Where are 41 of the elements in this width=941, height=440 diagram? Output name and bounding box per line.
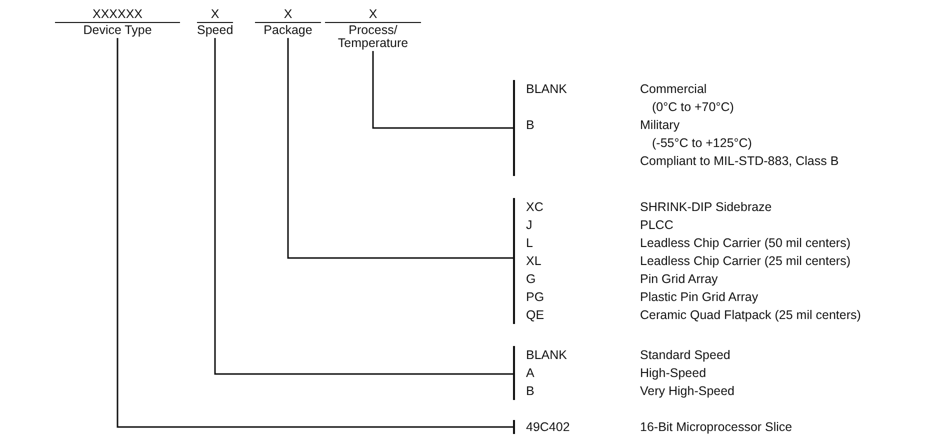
field-code: X: [325, 8, 421, 23]
field-caption: Process/ Temperature: [336, 23, 410, 50]
option-description: (0°C to +70°C): [652, 100, 734, 114]
option-code: BLANK: [526, 82, 567, 96]
option-code: A: [526, 366, 534, 380]
option-description: Leadless Chip Carrier (50 mil centers): [640, 236, 850, 250]
option-code: B: [526, 118, 534, 132]
option-code: BLANK: [526, 348, 567, 362]
option-code: QE: [526, 308, 544, 322]
option-description: Plastic Pin Grid Array: [640, 290, 758, 304]
connector-line: [287, 38, 513, 259]
option-description: Very High-Speed: [640, 384, 735, 398]
option-description: Compliant to MIL-STD-883, Class B: [640, 154, 839, 168]
field-caption: Speed: [197, 23, 233, 37]
option-code: J: [526, 218, 532, 232]
option-description: Pin Grid Array: [640, 272, 718, 286]
option-description: (-55°C to +125°C): [652, 136, 752, 150]
option-code: XC: [526, 200, 544, 214]
option-description: Military: [640, 118, 680, 132]
field-caption: Package: [262, 23, 314, 37]
option-code: PG: [526, 290, 544, 304]
option-description: SHRINK-DIP Sidebraze: [640, 200, 772, 214]
option-description: PLCC: [640, 218, 674, 232]
option-description: Commercial: [640, 82, 707, 96]
connector-line: [116, 38, 513, 428]
connector-line: [214, 38, 513, 375]
option-code: G: [526, 272, 536, 286]
field-code: X: [197, 8, 233, 23]
option-description: Ceramic Quad Flatpack (25 mil centers): [640, 308, 861, 322]
option-code: L: [526, 236, 533, 250]
option-description: Standard Speed: [640, 348, 730, 362]
option-description: 16-Bit Microprocessor Slice: [640, 420, 792, 434]
option-code: 49C402: [526, 420, 570, 434]
option-description: Leadless Chip Carrier (25 mil centers): [640, 254, 850, 268]
option-code: XL: [526, 254, 542, 268]
option-description: High-Speed: [640, 366, 706, 380]
field-caption: Device Type: [82, 23, 153, 37]
field-code: X: [255, 8, 321, 23]
field-code: XXXXXX: [55, 8, 180, 23]
option-code: B: [526, 384, 534, 398]
connector-line: [372, 51, 513, 129]
